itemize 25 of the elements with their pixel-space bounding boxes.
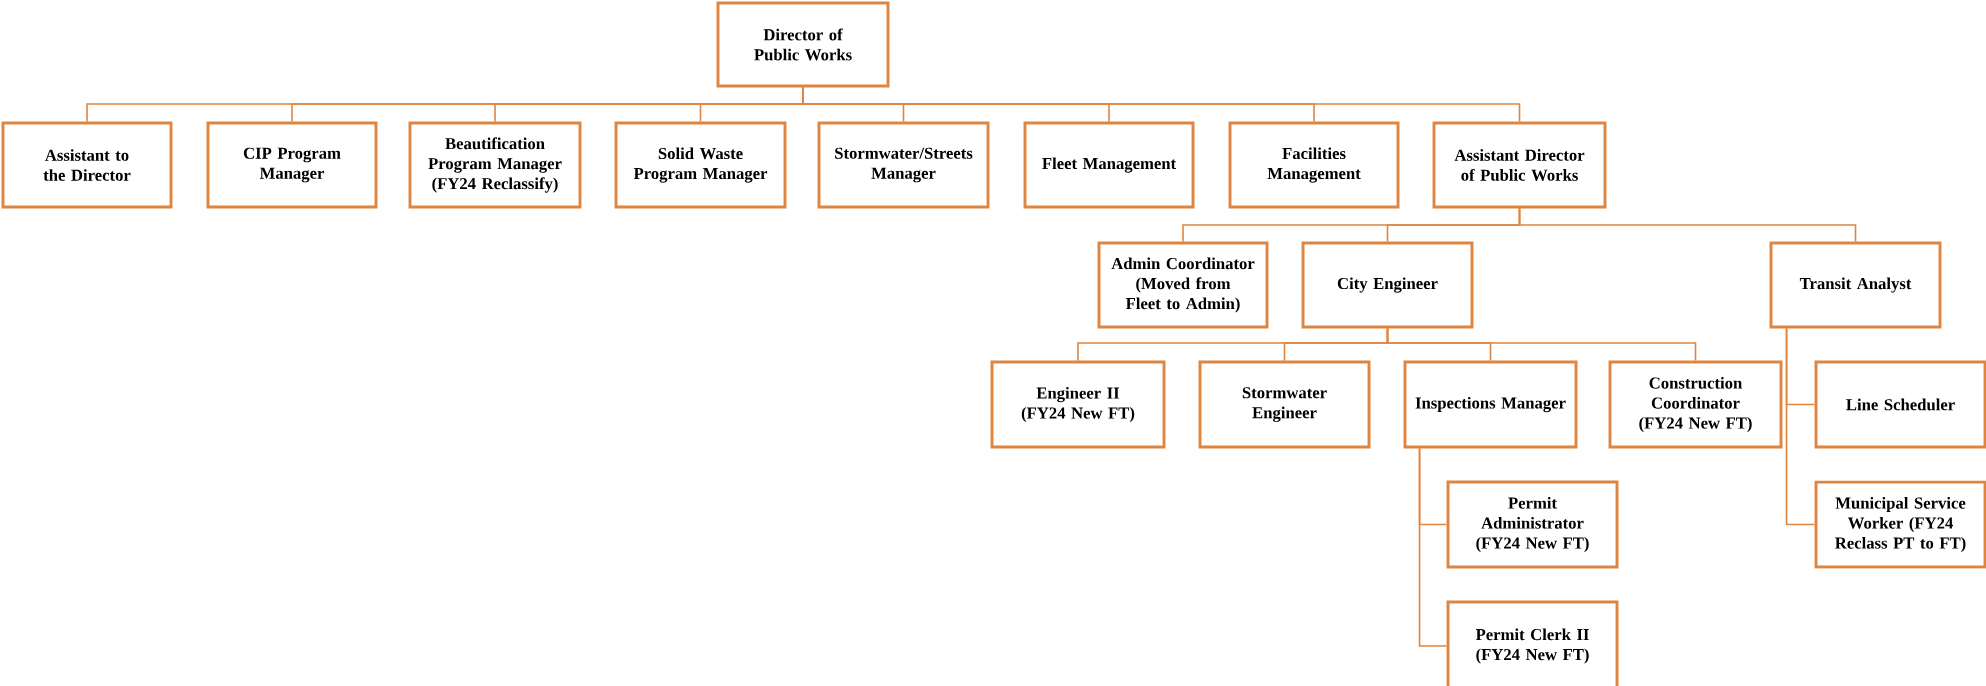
role-box: Assistant Director of Public Works [1432, 121, 1607, 209]
role-box: Municipal Service Worker (FY24 Reclass PT to FT) [1814, 480, 1986, 569]
role-box: Stormwater Engineer [1198, 360, 1371, 449]
role-box: Permit Clerk II (FY24 New FT) [1446, 600, 1619, 686]
role-box: Engineer II (FY24 New FT) [990, 360, 1166, 449]
role-box: Stormwater/Streets Manager [817, 121, 990, 209]
role-box: City Engineer [1301, 241, 1474, 329]
role-box: Facilities Management [1228, 121, 1400, 209]
role-box: Beautification Program Manager (FY24 Reclassify) [408, 121, 582, 209]
role-box: Fleet Management [1023, 121, 1195, 209]
role-box: Admin Coordinator (Moved from Fleet to Admin) [1097, 241, 1269, 329]
role-box: Permit Administrator (FY24 New FT) [1446, 480, 1619, 569]
role-box: Inspections Manager [1403, 360, 1578, 449]
role-box: CIP Program Manager [206, 121, 378, 209]
connector-line [1386, 327, 1697, 362]
role-box: Solid Waste Program Manager [614, 121, 787, 209]
connector-line [1518, 207, 1857, 243]
role-box: Transit Analyst [1769, 241, 1942, 329]
role-box: Director of Public Works [716, 1, 890, 88]
role-box: Line Scheduler [1814, 360, 1986, 449]
connector-line [802, 86, 1521, 123]
role-box: Assistant to the Director [1, 121, 173, 209]
role-box: Construction Coordinator (FY24 New FT) [1608, 360, 1783, 449]
connector-line [1785, 327, 1816, 526]
connector-line [1418, 447, 1448, 647]
